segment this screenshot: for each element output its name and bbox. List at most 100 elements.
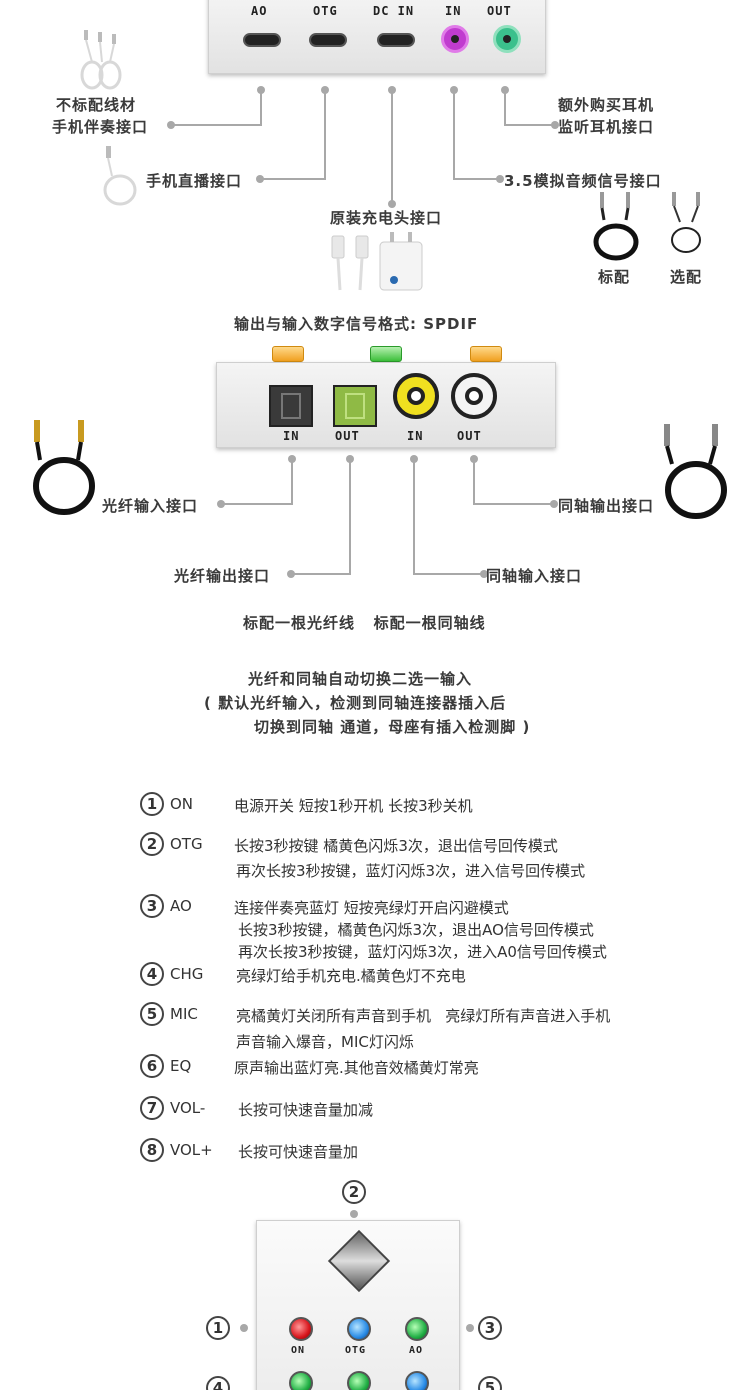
led-top-orange-1 (272, 346, 304, 362)
func-row-eq: 6 EQ 原声输出蓝灯亮.其他音效橘黄灯常亮 (140, 1054, 479, 1078)
spdif-panel: IN OUT IN OUT (216, 362, 556, 448)
port-label-in: IN (445, 4, 462, 18)
func-key: VOL+ (170, 1141, 213, 1159)
label-standard: 标配 (598, 268, 631, 286)
led-mic-green (347, 1371, 371, 1390)
func-desc: 连接伴奏亮蓝灯 短按亮绿灯开启闪避模式 (234, 899, 509, 917)
callout-1-icon: 1 (206, 1316, 230, 1340)
led-on-red (289, 1317, 313, 1341)
usb-cable-icon (78, 30, 126, 90)
func-key: EQ (170, 1057, 192, 1075)
func-row-vol-plus: 8 VOL+ 长按可快速音量加 (140, 1138, 358, 1162)
optical-out-port (333, 385, 377, 427)
label-coaxial-in: 同轴输入接口 (486, 567, 583, 585)
spdif-label-in-2: IN (407, 429, 424, 443)
coaxial-in-port (393, 373, 439, 419)
func-desc: 再次长按3秒按键，蓝灯闪烁3次，进入A0信号回传模式 (238, 943, 607, 961)
func-desc: 长按可快速音量加减 (238, 1101, 374, 1119)
func-row-otg: 2 OTG 长按3秒按键 橘黄色闪烁3次，退出信号回传模式 再次长按3秒按键，蓝… (140, 832, 585, 880)
coaxial-cable-icon (662, 424, 728, 520)
coaxial-out-port (451, 373, 497, 419)
func-key: OTG (170, 835, 203, 853)
num-3-icon: 3 (140, 894, 164, 918)
func-desc: 电源开关 短按1秒开机 长按3秒关机 (234, 797, 473, 815)
func-desc: 长按3秒按键，橘黄色闪烁3次，退出AO信号回传模式 (238, 921, 594, 939)
auto-switch-line2: ( 默认光纤输入，检测到同轴连接器插入后 (204, 694, 507, 712)
auto-switch-line3: 切换到同轴 通道，母座有插入检测脚 ) (254, 718, 531, 736)
func-key: ON (170, 795, 194, 813)
led-chg-green (289, 1371, 313, 1390)
func-desc: 亮橘黄灯关闭所有声音到手机 亮绿灯所有声音进入手机 (236, 1007, 611, 1025)
spdif-label-out-1: OUT (335, 429, 360, 443)
otg-usbc-port (309, 33, 347, 47)
optical-in-port (269, 385, 313, 427)
port-label-otg: OTG (313, 4, 338, 18)
func-desc: 长按3秒按键 橘黄色闪烁3次，退出信号回传模式 (234, 837, 558, 855)
top-device-panel: AO OTG DC IN IN OUT (208, 0, 546, 74)
spdif-label-in-1: IN (283, 429, 300, 443)
callout-5-icon: 5 (478, 1376, 502, 1390)
label-included-cables: 标配一根光纤线 标配一根同轴线 (243, 614, 486, 632)
func-desc: 长按可快速音量加 (238, 1143, 359, 1161)
func-row-ao: 3 AO 连接伴奏亮蓝灯 短按亮绿灯开启闪避模式 长按3秒按键，橘黄色闪烁3次，… (140, 894, 607, 961)
label-headphone-monitor: 监听耳机接口 (558, 118, 655, 136)
func-row-on: 1 ON 电源开关 短按1秒开机 长按3秒关机 (140, 792, 473, 816)
num-7-icon: 7 (140, 1096, 164, 1120)
brand-logo-icon (327, 1229, 391, 1293)
ao-usbc-port (243, 33, 281, 47)
port-label-out: OUT (487, 4, 512, 18)
num-6-icon: 6 (140, 1054, 164, 1078)
auto-switch-line1: 光纤和同轴自动切换二选一输入 (248, 670, 473, 688)
label-phone-live: 手机直播接口 (146, 172, 243, 190)
spdif-title: 输出与输入数字信号格式: SPDIF (234, 315, 479, 333)
led-top-orange-2 (470, 346, 502, 362)
label-coaxial-out: 同轴输出接口 (558, 497, 655, 515)
led-top-green (370, 346, 402, 362)
function-list: 1 ON 电源开关 短按1秒开机 长按3秒关机 2 OTG 长按3秒按键 橘黄色… (140, 792, 610, 1162)
func-desc: 声音输入爆音，MIC灯闪烁 (236, 1033, 414, 1051)
func-desc: 亮绿灯给手机充电.橘黄色灯不充电 (236, 967, 466, 985)
led-ao-green (405, 1317, 429, 1341)
func-desc: 再次长按3秒按键，蓝灯闪烁3次，进入信号回传模式 (236, 862, 586, 880)
audio-cable-standard-icon (590, 192, 642, 262)
audio-cable-optional-icon (664, 192, 708, 258)
port-label-ao: AO (251, 4, 268, 18)
led-label-on: ON (291, 1345, 306, 1356)
label-headphone-extra: 额外购买耳机 (558, 96, 655, 114)
label-optical-out: 光纤输出接口 (174, 567, 271, 585)
callout-2-icon: 2 (342, 1180, 366, 1204)
num-4-icon: 4 (140, 962, 164, 986)
callout-4-icon: 4 (206, 1376, 230, 1390)
func-row-vol-minus: 7 VOL- 长按可快速音量加减 (140, 1096, 373, 1120)
label-cable-not-included: 不标配线材 (56, 96, 137, 114)
led-label-otg: OTG (345, 1345, 367, 1356)
led-otg-blue (347, 1317, 371, 1341)
func-key: CHG (170, 965, 204, 983)
bottom-device-panel: ON OTG AO (256, 1220, 460, 1390)
func-key: AO (170, 897, 192, 915)
out-jack-port (493, 25, 521, 53)
callout-3-icon: 3 (478, 1316, 502, 1340)
label-original-charger: 原装充电头接口 (330, 209, 443, 227)
optical-cable-icon (32, 420, 98, 516)
func-desc: 原声输出蓝灯亮.其他音效橘黄灯常亮 (234, 1059, 479, 1077)
label-analog-audio: 3.5模拟音频信号接口 (504, 172, 662, 190)
num-5-icon: 5 (140, 1002, 164, 1026)
num-1-icon: 1 (140, 792, 164, 816)
label-optical-in: 光纤输入接口 (102, 497, 199, 515)
led-label-ao: AO (409, 1345, 424, 1356)
num-2-icon: 2 (140, 832, 164, 856)
func-row-chg: 4 CHG 亮绿灯给手机充电.橘黄色灯不充电 (140, 962, 466, 986)
usb-cable-icon-2 (100, 146, 140, 208)
func-key: MIC (170, 1005, 198, 1023)
func-row-mic: 5 MIC 亮橘黄灯关闭所有声音到手机 亮绿灯所有声音进入手机 声音输入爆音，M… (140, 1002, 610, 1051)
label-phone-accompany: 手机伴奏接口 (52, 118, 149, 136)
in-jack-port (441, 25, 469, 53)
dcin-usbc-port (377, 33, 415, 47)
num-8-icon: 8 (140, 1138, 164, 1162)
charger-icon (330, 232, 426, 294)
func-key: VOL- (170, 1099, 206, 1117)
port-label-dcin: DC IN (373, 4, 415, 18)
spdif-label-out-2: OUT (457, 429, 482, 443)
led-eq-blue (405, 1371, 429, 1390)
